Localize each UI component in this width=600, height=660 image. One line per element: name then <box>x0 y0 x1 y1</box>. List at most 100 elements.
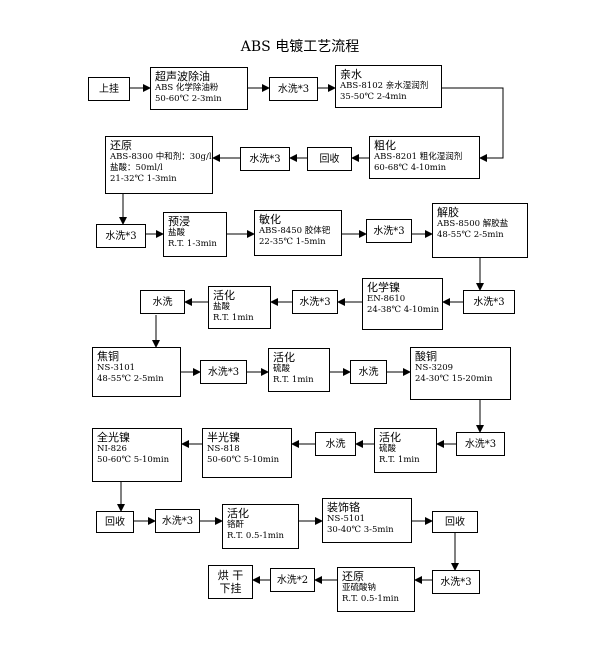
step-condition: 50-60℃ 5-10min <box>97 455 170 465</box>
step-name: 活化 <box>273 351 295 364</box>
step-wash: 水洗 <box>315 432 356 456</box>
step-zhuangshige: 装饰铬 NS-5101 30-40℃ 3-5min <box>322 498 412 543</box>
step-suantong: 酸铜 NS-3209 24-30℃ 15-20min <box>410 347 511 400</box>
step-label: 水洗*3 <box>277 83 310 95</box>
step-chemical: 盐酸 <box>213 302 231 312</box>
step-huohua: 活化 硫酸 R.T. 1min <box>268 348 330 392</box>
step-wash: 水洗*2 <box>270 568 315 592</box>
step-chemical: ABS-8450 胶体钯 <box>259 226 331 236</box>
step-condition: R.T. 1min <box>273 375 314 385</box>
step-name: 烘 干 <box>217 569 244 582</box>
step-chemical: 盐酸：50ml/l <box>110 163 163 173</box>
step-condition: 35-50℃ 2-4min <box>340 92 407 102</box>
step-huaxuenie: 化学镍 EN-8610 24-38℃ 4-10min <box>362 278 443 330</box>
step-condition: 50-60℃ 5-10min <box>207 455 280 465</box>
step-huanyuan: 还原 ABS-8300 中和剂：30g/l 盐酸：50ml/l 21-32℃ 1… <box>105 136 213 194</box>
diagram-title: ABS 电镀工艺流程 <box>240 39 360 55</box>
step-condition: 48-55℃ 2-5min <box>437 230 504 240</box>
step-label: 水洗*3 <box>464 438 497 450</box>
step-condition: 60-68℃ 4-10min <box>374 163 447 173</box>
step-chemical: NI-826 <box>97 444 127 454</box>
step-name: 还原 <box>110 139 132 152</box>
step-chemical: 硫酸 <box>273 364 291 374</box>
step-condition: R.T. 1min <box>379 455 420 465</box>
step-name: 化学镍 <box>367 281 400 294</box>
step-name: 活化 <box>379 431 401 444</box>
step-wash: 水洗*3 <box>269 77 318 101</box>
step-label: 水洗*3 <box>440 576 472 588</box>
step-label: 上挂 <box>99 83 119 95</box>
step-chemical: ABS-8102 亲水湿润剂 <box>340 81 429 91</box>
step-name: 酸铜 <box>415 350 437 363</box>
step-honggan: 烘 干 下挂 <box>208 565 253 599</box>
step-label: 水洗*3 <box>207 366 240 378</box>
step-chemical: 盐酸 <box>168 228 186 238</box>
step-condition: R.T. 1-3min <box>168 239 217 249</box>
step-name: 粗化 <box>374 139 396 152</box>
step-wash: 水洗*3 <box>240 147 290 171</box>
step-condition: R.T. 0.5-1min <box>227 531 284 541</box>
step-name: 活化 <box>227 507 249 520</box>
step-wash: 水洗*3 <box>456 432 505 456</box>
step-name: 敏化 <box>259 213 281 226</box>
step-wash: 水洗*3 <box>96 224 146 248</box>
step-name: 解胶 <box>437 206 459 219</box>
step-chemical: NS-3209 <box>415 363 454 373</box>
step-condition: 24-30℃ 15-20min <box>415 374 493 384</box>
step-condition: 48-55℃ 2-5min <box>97 374 164 384</box>
step-label: 回收 <box>105 516 125 528</box>
step-condition: 24-38℃ 4-10min <box>367 305 440 315</box>
step-name: 活化 <box>213 289 235 302</box>
step-label: 回收 <box>319 153 340 165</box>
step-cuhua: 粗化 ABS-8201 粗化湿润剂 60-68℃ 4-10min <box>369 136 480 179</box>
step-label: 水洗 <box>358 366 379 378</box>
step-huohua: 活化 硫酸 R.T. 1min <box>374 428 437 473</box>
step-jiejiao: 解胶 ABS-8500 解胶盐 48-55℃ 2-5min <box>432 203 528 258</box>
step-name: 焦铜 <box>97 350 119 363</box>
step-huohua: 活化 铬酐 R.T. 0.5-1min <box>222 504 299 549</box>
step-huishou: 回收 <box>432 511 478 533</box>
step-chemical: 亚硫酸钠 <box>342 583 377 593</box>
step-banguang: 半光镍 NS-818 50-60℃ 5-10min <box>202 428 292 478</box>
step-condition: 50-60℃ 2-3min <box>155 94 222 104</box>
step-label: 水洗*3 <box>105 230 137 242</box>
step-condition: 21-32℃ 1-3min <box>110 174 177 184</box>
step-condition: 22-35℃ 1-5min <box>259 237 326 247</box>
step-name: 装饰铬 <box>327 501 360 514</box>
step-label: 水洗*3 <box>473 296 505 308</box>
step-name: 半光镍 <box>207 431 240 444</box>
step-wash: 水洗*3 <box>155 509 200 533</box>
step-chaosheng: 超声波除油 ABS 化学除油粉 50-60℃ 2-3min <box>150 67 248 110</box>
step-huohua: 活化 盐酸 R.T. 1min <box>208 286 271 329</box>
step-wash: 水洗*3 <box>200 360 247 384</box>
step-name: 下挂 <box>219 582 242 595</box>
step-chemical: NS-818 <box>207 444 240 454</box>
step-chemical: ABS-8201 粗化湿润剂 <box>374 152 463 162</box>
step-name: 还原 <box>342 570 364 583</box>
step-condition: 30-40℃ 3-5min <box>327 525 394 535</box>
step-chemical: 铬酐 <box>227 520 245 530</box>
step-name: 预浸 <box>168 215 190 228</box>
step-name: 超声波除油 <box>155 70 210 83</box>
step-wash: 水洗*3 <box>366 219 412 243</box>
step-chemical: EN-8610 <box>367 294 406 304</box>
step-label: 水洗*2 <box>276 574 309 586</box>
step-label: 水洗*3 <box>161 515 194 527</box>
step-yujin: 预浸 盐酸 R.T. 1-3min <box>163 212 227 257</box>
step-huishou: 回收 <box>96 511 134 533</box>
step-chemical: ABS 化学除油粉 <box>155 83 219 93</box>
step-qinshui: 亲水 ABS-8102 亲水湿润剂 35-50℃ 2-4min <box>335 65 442 108</box>
step-condition: R.T. 0.5-1min <box>342 594 399 604</box>
step-chemical: ABS-8300 中和剂：30g/l <box>110 152 212 162</box>
step-name: 亲水 <box>340 68 362 81</box>
step-name: 全光镍 <box>97 431 130 444</box>
step-wash: 水洗*3 <box>292 290 338 314</box>
step-minhua: 敏化 ABS-8450 胶体钯 22-35℃ 1-5min <box>254 210 342 256</box>
step-condition: R.T. 1min <box>213 313 254 323</box>
step-shangua: 上挂 <box>88 77 130 101</box>
step-chemical: 硫酸 <box>379 444 397 454</box>
step-huanyuan: 还原 亚硫酸钠 R.T. 0.5-1min <box>337 567 415 612</box>
step-chemical: NS-3101 <box>97 363 136 373</box>
arrow <box>442 87 504 162</box>
